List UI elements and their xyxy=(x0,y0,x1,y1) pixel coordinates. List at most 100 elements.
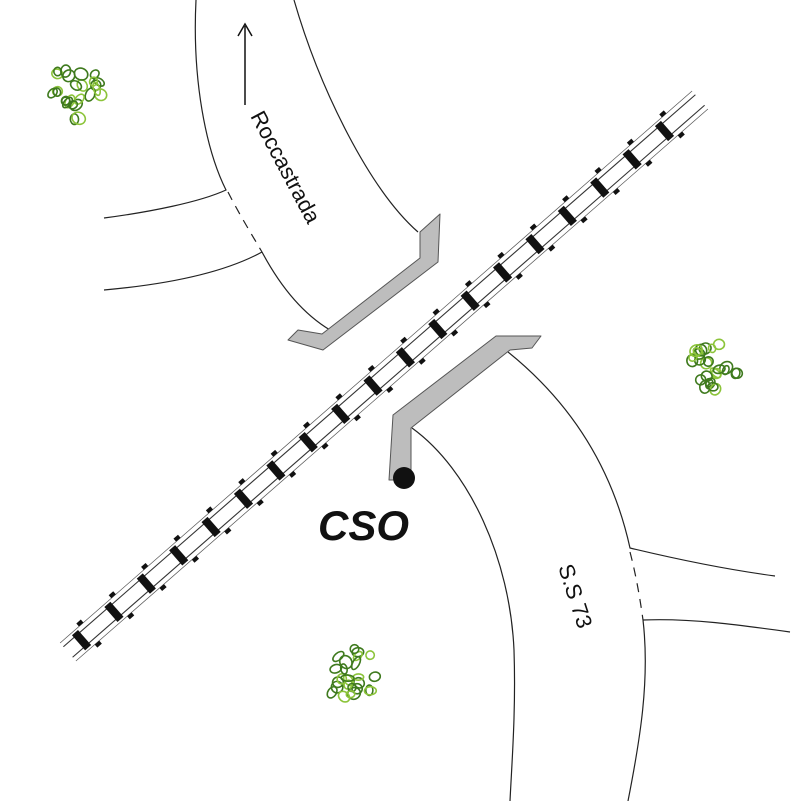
rail-tie-clip xyxy=(127,612,135,620)
tree-leaf xyxy=(694,374,707,386)
rail-tie-clip xyxy=(626,138,635,146)
rail-tie-clip xyxy=(464,280,473,288)
rail-tie xyxy=(492,262,513,283)
railway xyxy=(59,90,709,662)
tree-leaf xyxy=(700,370,713,382)
rail-tie-clip xyxy=(612,188,621,196)
tree-leaf xyxy=(61,69,76,83)
rail-tie xyxy=(557,205,577,227)
rail-tie-clip xyxy=(497,251,505,259)
tree-leaf xyxy=(363,685,378,696)
rail-tie-clip xyxy=(303,421,311,429)
rail-tie-clip xyxy=(450,329,459,337)
tree-leaf xyxy=(349,643,360,655)
tree-leaf xyxy=(365,650,376,661)
rail-line xyxy=(63,94,696,648)
tree-leaf xyxy=(707,381,719,392)
rail-tie-clip xyxy=(562,195,570,203)
tree-leaf xyxy=(712,364,726,375)
rail-tie xyxy=(590,177,610,198)
rail-tie xyxy=(201,516,221,538)
tree-leaf xyxy=(67,100,79,110)
road-south-dashed-junction xyxy=(629,551,644,621)
tree-leaf xyxy=(84,87,97,102)
tree-leaf xyxy=(61,96,71,106)
rail-tie-clip xyxy=(515,272,523,280)
station-label: CSO xyxy=(318,502,409,549)
rail-tie-clip xyxy=(94,640,102,648)
rail-tie xyxy=(525,233,545,255)
tree-leaf xyxy=(332,650,345,663)
rail-tie xyxy=(233,488,254,509)
rail-tie-clip xyxy=(432,308,440,316)
rail-line xyxy=(72,104,705,658)
tree-leaf xyxy=(337,690,351,703)
rail-tie-clip xyxy=(580,216,588,224)
rail-tie-clip xyxy=(159,584,167,592)
rail-tie xyxy=(71,629,92,651)
rail-tie-clip xyxy=(321,442,329,450)
tree-leaf xyxy=(689,344,703,358)
rail-tie-clip xyxy=(367,364,375,372)
road-north-dashed-junction xyxy=(227,191,263,253)
tree-leaf xyxy=(92,81,102,97)
trees xyxy=(47,64,744,703)
tree-leaf xyxy=(61,96,74,109)
rail-tie xyxy=(654,120,675,142)
abutment-south xyxy=(388,335,542,481)
tree-leaf xyxy=(698,342,712,355)
rail-tie xyxy=(136,573,156,594)
tree-leaf xyxy=(60,64,72,78)
tree-leaf xyxy=(709,382,722,396)
rail-tie-clip xyxy=(141,562,149,570)
rail-tie-clip xyxy=(289,470,297,478)
road-label-ss73: S.S 73 xyxy=(553,561,597,632)
tree-leaf xyxy=(340,674,355,683)
rail-tie-clip xyxy=(238,478,246,486)
rail-tie-clip xyxy=(256,499,264,507)
rail-tie-clip xyxy=(386,386,394,394)
tree-leaf xyxy=(699,356,713,370)
tree-icon xyxy=(326,643,382,703)
rail-tie xyxy=(266,460,286,481)
road-south-lower-branch xyxy=(642,619,791,633)
rail-edge-line xyxy=(75,108,709,662)
road-south-inner-edge xyxy=(411,427,516,801)
tree-leaf xyxy=(73,93,85,105)
rail-tie-clip xyxy=(108,591,116,599)
tree-icon xyxy=(47,64,108,126)
rail-tie xyxy=(169,545,189,566)
rail-tie-clip xyxy=(548,244,556,252)
rail-tie-clip xyxy=(191,555,200,563)
roads xyxy=(103,0,791,801)
rail-tie xyxy=(298,431,318,453)
rail-edge-line xyxy=(59,90,693,644)
tree-leaf xyxy=(707,343,717,354)
rail-tie-clip xyxy=(224,527,232,535)
tree-leaf xyxy=(73,67,89,81)
rail-tie-clip xyxy=(205,506,213,514)
arrow-up-icon xyxy=(237,22,253,105)
tree-leaf xyxy=(702,356,714,368)
road-north-inner-edge-b xyxy=(293,0,419,233)
rail-tie-clip xyxy=(483,301,491,309)
road-north-outer-edge xyxy=(103,0,227,219)
station-marker-icon xyxy=(393,467,415,489)
rail-tie-clip xyxy=(529,223,537,231)
rail-tie xyxy=(331,403,351,425)
road-south-outer-continue xyxy=(627,619,646,801)
tree-leaf xyxy=(350,656,362,671)
rail-tie-clip xyxy=(677,131,685,139)
road-north-inner-edge-a xyxy=(261,251,331,331)
rail-tie-clip xyxy=(335,393,343,401)
bridge-abutments xyxy=(287,213,542,481)
tree-icon xyxy=(686,338,744,396)
rail-tie xyxy=(104,601,124,623)
tree-leaf xyxy=(47,87,59,99)
rail-tie-clip xyxy=(76,619,84,627)
tree-leaf xyxy=(346,686,362,701)
rail-tie xyxy=(460,290,480,311)
road-label-roccastrada: Roccastrada xyxy=(246,107,326,228)
